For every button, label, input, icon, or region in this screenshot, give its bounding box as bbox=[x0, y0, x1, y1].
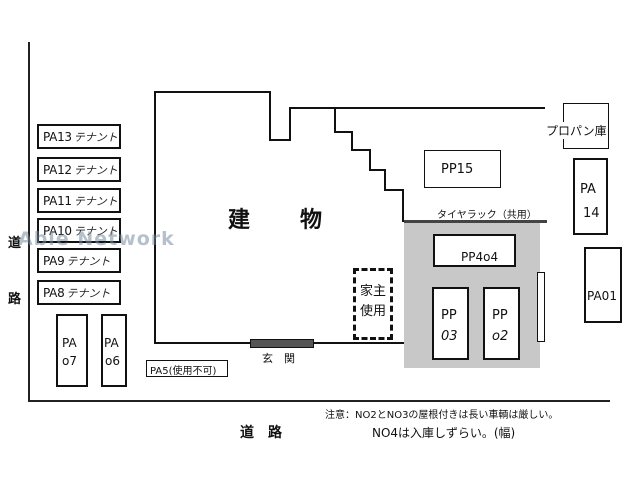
road-label-bottom: 道 路 bbox=[240, 425, 282, 441]
slot-pp04[interactable]: PP4o4 bbox=[433, 234, 516, 267]
slot-pa8-note: テナント bbox=[66, 286, 111, 300]
rack-post bbox=[537, 272, 545, 342]
slot-pp03-label-a: PP bbox=[441, 308, 457, 323]
note-line1: 注意：NO2とNO3の屋根付きは長い車輌は厳しい。 bbox=[325, 410, 559, 421]
slot-pp15-label: PP15 bbox=[441, 162, 474, 177]
slot-pa05-label: PA5(使用不可) bbox=[150, 366, 217, 377]
slot-pp02[interactable]: PP o2 bbox=[483, 287, 520, 360]
building-label-b: 物 bbox=[300, 208, 325, 233]
slot-pa14-label-b: 14 bbox=[583, 206, 600, 221]
slot-pa14-label-a: PA bbox=[580, 182, 596, 197]
slot-pa10[interactable]: PA10 テナント bbox=[37, 218, 121, 243]
owner-spot-line2: 使用 bbox=[359, 304, 386, 319]
building-label-a: 建 bbox=[228, 208, 253, 233]
slot-pa8-code: PA8 bbox=[43, 285, 65, 300]
slot-pa9[interactable]: PA9 テナント bbox=[37, 248, 121, 273]
slot-pa07[interactable]: PA o7 bbox=[56, 314, 88, 387]
entrance-bar bbox=[250, 339, 314, 348]
slot-pa11[interactable]: PA11 テナント bbox=[37, 188, 121, 213]
slot-pa13-code: PA13 bbox=[43, 129, 72, 144]
tire-rack-label: タイヤラック（共用） bbox=[437, 210, 537, 221]
slot-pa01-label: PA01 bbox=[587, 289, 617, 303]
slot-pp03-label-b: 03 bbox=[441, 329, 458, 344]
slot-pp03[interactable]: PP 03 bbox=[432, 287, 469, 360]
note-line2: NO4は入庫しずらい。(幅) bbox=[372, 426, 516, 440]
slot-pa11-note: テナント bbox=[73, 194, 118, 208]
slot-pp02-label-b: o2 bbox=[492, 329, 509, 344]
slot-pa07-label-b: o7 bbox=[62, 354, 77, 368]
slot-pa06-label-a: PA bbox=[104, 336, 119, 350]
slot-pa05[interactable]: PA5(使用不可) bbox=[146, 360, 228, 377]
entrance-label: 玄 関 bbox=[262, 352, 295, 365]
slot-pa9-code: PA9 bbox=[43, 253, 65, 268]
slot-pp04-label: PP4o4 bbox=[461, 250, 499, 264]
slot-pa07-label-a: PA bbox=[62, 336, 77, 350]
slot-pa06[interactable]: PA o6 bbox=[101, 314, 127, 387]
slot-pa8[interactable]: PA8 テナント bbox=[37, 280, 121, 305]
road-label-left-top: 道 bbox=[8, 236, 22, 251]
slot-pa12-code: PA12 bbox=[43, 162, 72, 177]
slot-pa13-note: テナント bbox=[73, 130, 118, 144]
tire-rack-bar bbox=[404, 220, 547, 223]
slot-pp02-label-a: PP bbox=[492, 308, 508, 323]
slot-pa9-note: テナント bbox=[66, 254, 111, 268]
watermark-logo: Able Network bbox=[18, 228, 175, 250]
road-line-left bbox=[28, 42, 30, 402]
slot-pa11-code: PA11 bbox=[43, 193, 72, 208]
slot-pa10-note: テナント bbox=[73, 224, 118, 238]
slot-pa06-label-b: o6 bbox=[105, 354, 120, 368]
road-line-bottom bbox=[28, 400, 610, 402]
slot-pa14[interactable]: PA 14 bbox=[573, 158, 608, 235]
owner-spot: 家主 使用 bbox=[353, 268, 393, 340]
slot-pa01[interactable]: PA01 bbox=[584, 247, 622, 323]
slot-pa13[interactable]: PA13 テナント bbox=[37, 124, 121, 149]
slot-pa12-note: テナント bbox=[73, 163, 118, 177]
owner-spot-line1: 家主 bbox=[359, 284, 386, 299]
road-label-left-bottom: 路 bbox=[8, 292, 22, 307]
slot-pa12[interactable]: PA12 テナント bbox=[37, 157, 121, 182]
slot-pp15[interactable]: PP15 bbox=[424, 150, 501, 188]
slot-pa10-code: PA10 bbox=[43, 223, 72, 238]
propane-label: プロパン庫 bbox=[546, 122, 607, 139]
